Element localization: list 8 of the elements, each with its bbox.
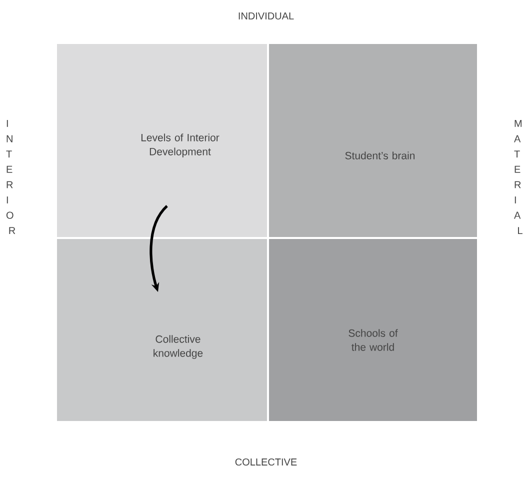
quadrant-box: Student’s brain — [267, 42, 479, 239]
quadrant-box: Collective knowledge — [55, 237, 269, 423]
axis-label: MATERIAL — [514, 120, 522, 234]
axis-label: INTERIOR — [6, 120, 16, 234]
axis-label: COLLECTIVE — [235, 458, 297, 466]
quadrant-box: Levels of Interior Development — [55, 42, 269, 239]
quadrant-box: Schools of the world — [267, 237, 479, 423]
axis-label: INDIVIDUAL — [238, 12, 294, 20]
